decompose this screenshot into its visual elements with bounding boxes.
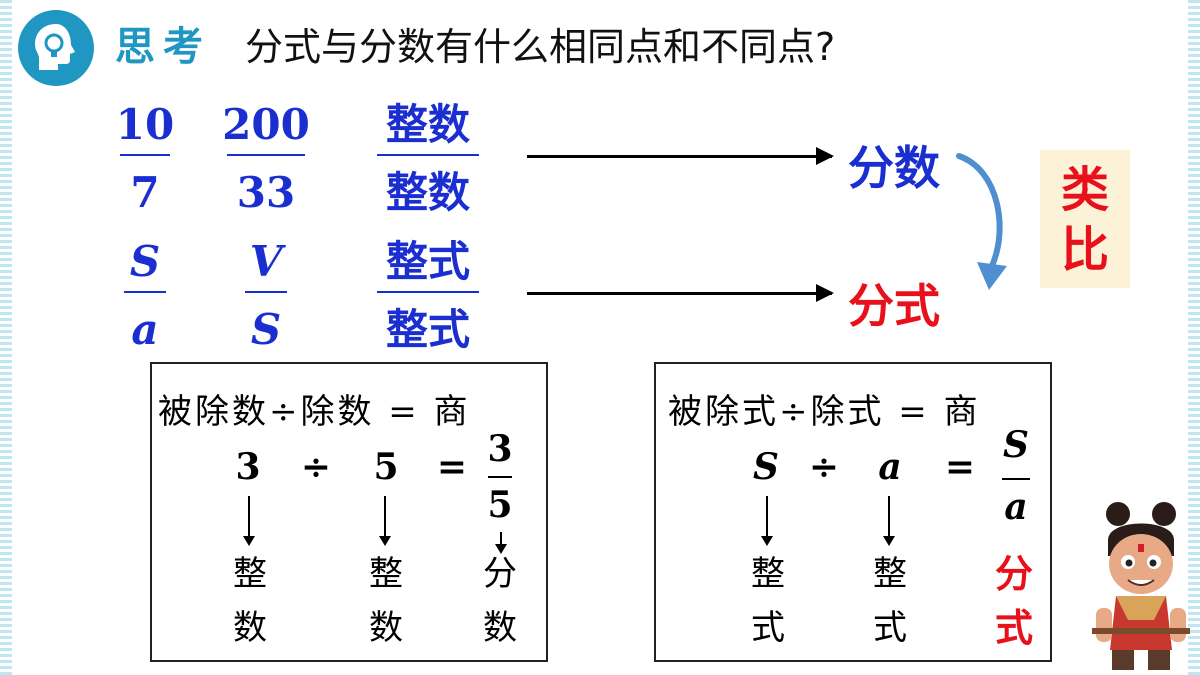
section-label: 思考 xyxy=(115,24,211,70)
down-arrow xyxy=(883,496,895,546)
quotient-bar xyxy=(1002,478,1030,480)
right-border-stripe xyxy=(1188,0,1200,675)
caption-bottom: 式 xyxy=(873,608,907,648)
cartoon-character-illustration xyxy=(1092,502,1190,670)
denominator: 整数 xyxy=(385,168,470,217)
down-arrow xyxy=(243,496,255,546)
fraction-division-box: 被除数÷除数 = 商 3 ÷ 5 = 3 5 整 数 整 数 分 数 xyxy=(150,362,548,662)
fraction-bar xyxy=(245,291,287,293)
caption-bottom-highlight: 式 xyxy=(994,606,1033,650)
dividend: S xyxy=(753,446,779,488)
divisor: a xyxy=(878,446,902,488)
fraction-integer-integer: 整数 整数 xyxy=(368,96,488,222)
fraction-bar xyxy=(120,154,170,156)
caption-top-highlight: 分 xyxy=(994,552,1033,596)
denominator: 7 xyxy=(130,168,160,217)
caption-top: 整 xyxy=(873,554,907,594)
fraction-200-33: 200 33 xyxy=(206,96,326,222)
numerator: S xyxy=(129,237,161,286)
target-algebraic-fraction: 分式 xyxy=(848,279,940,333)
fraction-poly-poly: 整式 整式 xyxy=(368,233,488,359)
divisor: 5 xyxy=(373,446,399,488)
left-border-stripe xyxy=(0,0,12,675)
equals-sign: = xyxy=(436,446,468,488)
equals-sign: = xyxy=(944,446,976,488)
fraction-bar xyxy=(124,291,166,293)
dividend: 3 xyxy=(235,446,261,488)
denominator: S xyxy=(250,305,282,354)
fraction-v-s: V S xyxy=(206,233,326,359)
down-arrow xyxy=(379,496,391,546)
division-operator: ÷ xyxy=(808,446,840,488)
question-text: 分式与分数有什么相同点和不同点? xyxy=(245,25,836,69)
denominator: 33 xyxy=(236,168,296,217)
algebraic-division-box: 被除式÷除式 = 商 S ÷ a = S a 整 式 整 式 分 式 xyxy=(654,362,1052,662)
curved-analogy-arrow-icon xyxy=(956,153,1007,290)
numerator: 200 xyxy=(222,100,310,149)
division-formula: 被除数÷除数 = 商 xyxy=(158,392,471,432)
fraction-10-7: 10 7 xyxy=(85,96,205,222)
arrow-to-algebraic-fraction xyxy=(527,284,834,302)
analogy-badge: 类比 xyxy=(1040,150,1130,288)
division-formula: 被除式÷除式 = 商 xyxy=(668,392,981,432)
caption-top: 分 xyxy=(483,554,517,594)
caption-bottom: 式 xyxy=(751,608,785,648)
caption-bottom: 数 xyxy=(233,608,267,648)
denominator: 整式 xyxy=(385,305,470,354)
down-arrow xyxy=(761,496,773,546)
caption-top: 整 xyxy=(369,554,403,594)
division-operator: ÷ xyxy=(300,446,332,488)
quotient-denominator: a xyxy=(1004,486,1028,528)
caption-bottom: 数 xyxy=(369,608,403,648)
lightbulb-head-icon xyxy=(18,10,94,86)
denominator: a xyxy=(131,305,159,354)
fraction-s-a: S a xyxy=(85,233,205,359)
fraction-bar xyxy=(377,291,479,293)
numerator: V xyxy=(249,237,283,286)
numerator: 整式 xyxy=(385,237,470,286)
caption-top: 整 xyxy=(751,554,785,594)
fraction-bar xyxy=(227,154,305,156)
quotient-bar xyxy=(488,476,512,478)
caption-top: 整 xyxy=(233,554,267,594)
caption-bottom: 数 xyxy=(483,608,517,648)
numerator: 10 xyxy=(115,100,175,149)
quotient-denominator: 5 xyxy=(487,484,513,526)
numerator: 整数 xyxy=(385,100,470,149)
down-arrow xyxy=(495,532,507,554)
quotient-numerator: 3 xyxy=(487,428,513,470)
quotient-numerator: S xyxy=(1003,424,1029,466)
arrow-to-fraction xyxy=(527,147,834,165)
target-fraction: 分数 xyxy=(848,141,940,195)
fraction-bar xyxy=(377,154,479,156)
